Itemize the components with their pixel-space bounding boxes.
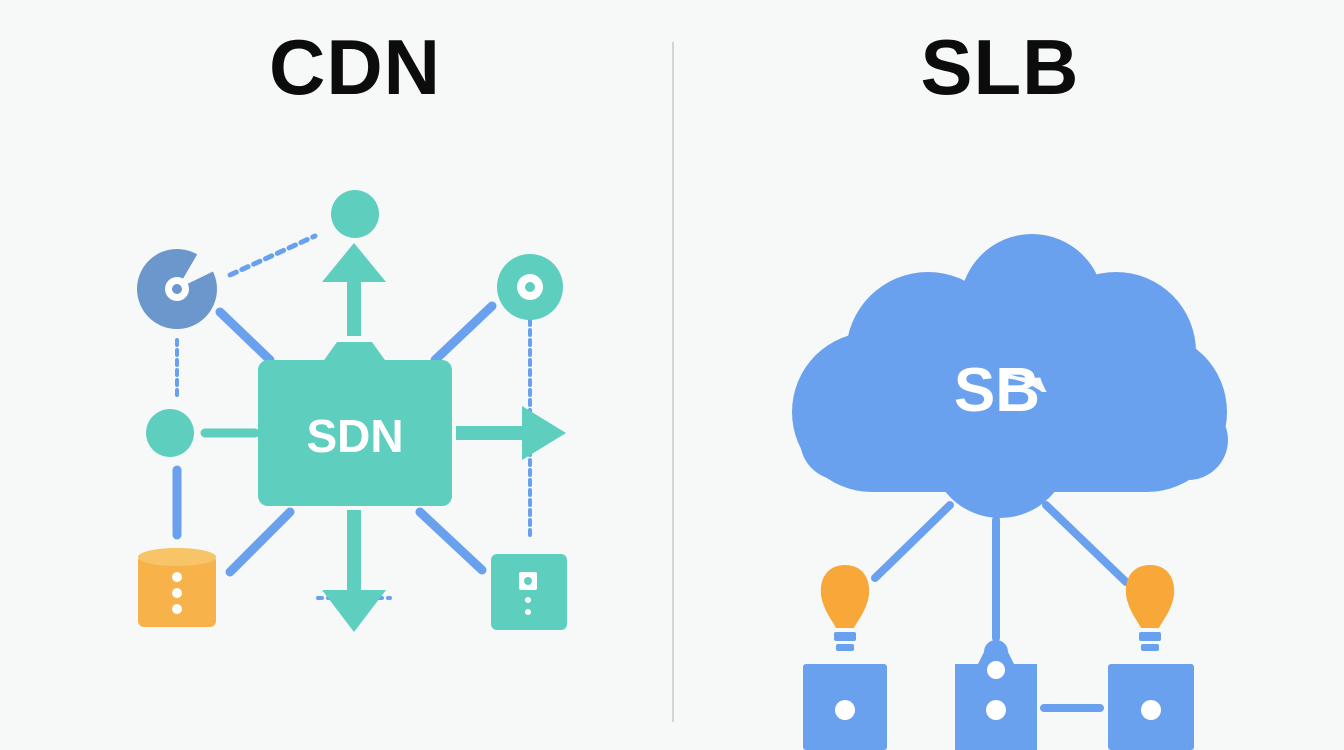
server-icon xyxy=(491,554,567,630)
cdn-diagram: SDN xyxy=(137,190,567,632)
cdn-connectors xyxy=(172,233,532,600)
server-icon xyxy=(803,664,887,750)
connector-hub-to-database xyxy=(225,507,295,577)
lightbulb-icon xyxy=(820,565,870,651)
connector-cloud-to-left xyxy=(871,501,954,582)
slb-diagram: SB xyxy=(792,234,1228,750)
server-icon xyxy=(1108,664,1194,750)
cloud-icon: SB xyxy=(792,234,1228,518)
cdn-title: CDN xyxy=(269,23,441,111)
globe-node-icon xyxy=(137,249,217,329)
cloud-label: SB xyxy=(954,356,1040,425)
connector-cloud-to-right xyxy=(1042,501,1130,586)
connector-hub-to-globe xyxy=(215,307,275,365)
connector-hub-to-server xyxy=(415,507,487,575)
left-node-icon xyxy=(146,409,194,457)
hub-node-icon: SDN xyxy=(258,342,452,506)
satellite-node-icon xyxy=(331,190,379,238)
arrow-right xyxy=(456,406,566,460)
database-icon xyxy=(138,548,216,627)
connector-globe-to-satellite xyxy=(227,233,318,278)
arrow-down xyxy=(322,510,386,632)
hub-label: SDN xyxy=(306,410,403,462)
slb-connectors xyxy=(871,501,1130,712)
slb-title: SLB xyxy=(920,23,1080,111)
server-icon xyxy=(955,640,1037,750)
target-node-icon xyxy=(497,254,563,320)
arrow-up xyxy=(322,243,386,336)
lightbulb-icon xyxy=(1125,565,1175,651)
connector-hub-to-target xyxy=(430,301,497,365)
